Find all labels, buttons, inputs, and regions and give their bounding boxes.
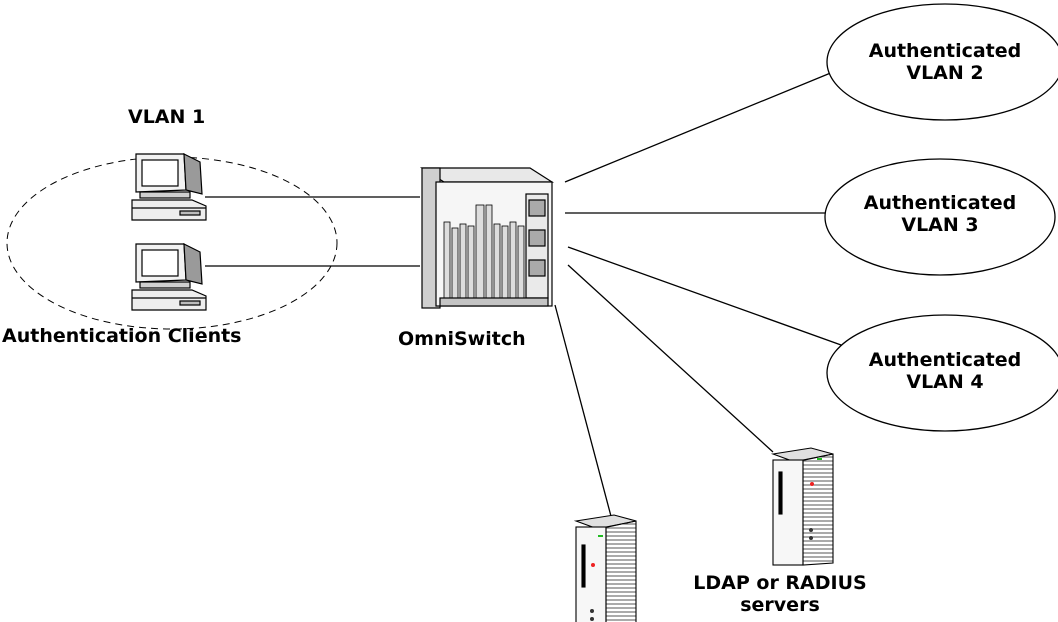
client-computer-icon	[131, 153, 207, 221]
vlan3-label-line2: VLAN 3	[901, 214, 979, 236]
client-computer-icon	[131, 243, 207, 311]
servers-label: LDAP or RADIUS servers	[690, 572, 870, 616]
vlan1-label: VLAN 1	[128, 106, 206, 128]
link-switch-vlan2	[564, 71, 834, 183]
vlan4-label-line2: VLAN 4	[906, 371, 984, 393]
vlan4-label: Authenticated VLAN 4	[860, 349, 1030, 393]
vlan2-label-line2: VLAN 2	[906, 62, 984, 84]
vlan4-label-line1: Authenticated	[868, 349, 1022, 371]
vlan3-ellipse	[824, 158, 1056, 276]
server-icon	[573, 514, 637, 622]
vlan4-ellipse	[826, 314, 1058, 432]
omniswitch-chassis-icon	[419, 167, 555, 309]
vlan2-label-line1: Authenticated	[868, 40, 1022, 62]
servers-label-line1: LDAP or RADIUS	[693, 572, 867, 594]
vlan2-ellipse	[826, 3, 1058, 121]
clients-label: Authentication Clients	[2, 325, 242, 347]
vlan2-label: Authenticated VLAN 2	[860, 40, 1030, 84]
server-icon	[770, 447, 834, 566]
link-switch-vlan4	[567, 246, 856, 351]
link-switch-server1	[554, 304, 613, 521]
vlan3-label-line1: Authenticated	[863, 192, 1017, 214]
vlan3-label: Authenticated VLAN 3	[855, 192, 1025, 236]
connection-lines	[205, 71, 856, 521]
switch-label: OmniSwitch	[398, 328, 526, 350]
servers-label-line2: servers	[740, 594, 820, 616]
link-switch-server2	[567, 264, 774, 453]
